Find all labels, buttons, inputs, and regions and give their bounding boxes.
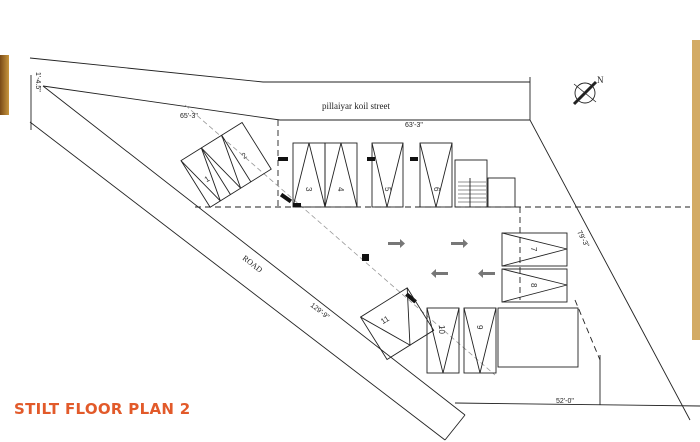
- bay-number: 7: [529, 247, 538, 252]
- dimension-label: 129'-9": [309, 302, 331, 321]
- staircase: [454, 159, 488, 208]
- left-border-strip: [0, 55, 9, 115]
- dimension-label: 52'-0": [556, 398, 574, 405]
- bay-number: 10: [437, 325, 446, 334]
- parking-bay-11: 11: [359, 287, 435, 361]
- street: [29, 57, 531, 130]
- room: [497, 307, 579, 368]
- bay-number: 6: [432, 187, 441, 192]
- parking-bays-3-6: 3 4 5 6: [278, 142, 453, 208]
- dimension-label: 1'-4.5": [34, 72, 41, 92]
- plot-boundary: [29, 85, 700, 441]
- bay-number: 5: [383, 187, 392, 192]
- bay-number: 2: [240, 151, 249, 161]
- street-label: pillaiyar koil street: [322, 101, 390, 111]
- dimension-label: 65'-3": [180, 113, 198, 120]
- plan-title: STILT FLOOR PLAN 2: [14, 400, 191, 418]
- parking-bays-9-10: 10 9: [426, 307, 497, 374]
- bay-number: 11: [379, 314, 391, 326]
- parking-bays-7-8: 7 8: [501, 232, 568, 303]
- lift: [487, 177, 516, 208]
- north-label: N: [597, 75, 604, 85]
- right-border-strip: [692, 40, 700, 340]
- north-arrow-icon: N: [572, 75, 604, 106]
- dimension-label: 79'-3": [575, 230, 590, 249]
- road-label: ROAD: [241, 253, 265, 274]
- parking-bays-1-2: 1 2: [180, 121, 272, 208]
- dimension-label: 63'-3": [405, 122, 423, 129]
- bay-number: 8: [529, 283, 538, 288]
- bay-number: 1: [203, 174, 212, 184]
- bay-number: 3: [304, 187, 313, 192]
- bay-number: 4: [336, 187, 345, 192]
- driveway-arrows: [388, 239, 495, 278]
- bay-number: 9: [475, 325, 484, 330]
